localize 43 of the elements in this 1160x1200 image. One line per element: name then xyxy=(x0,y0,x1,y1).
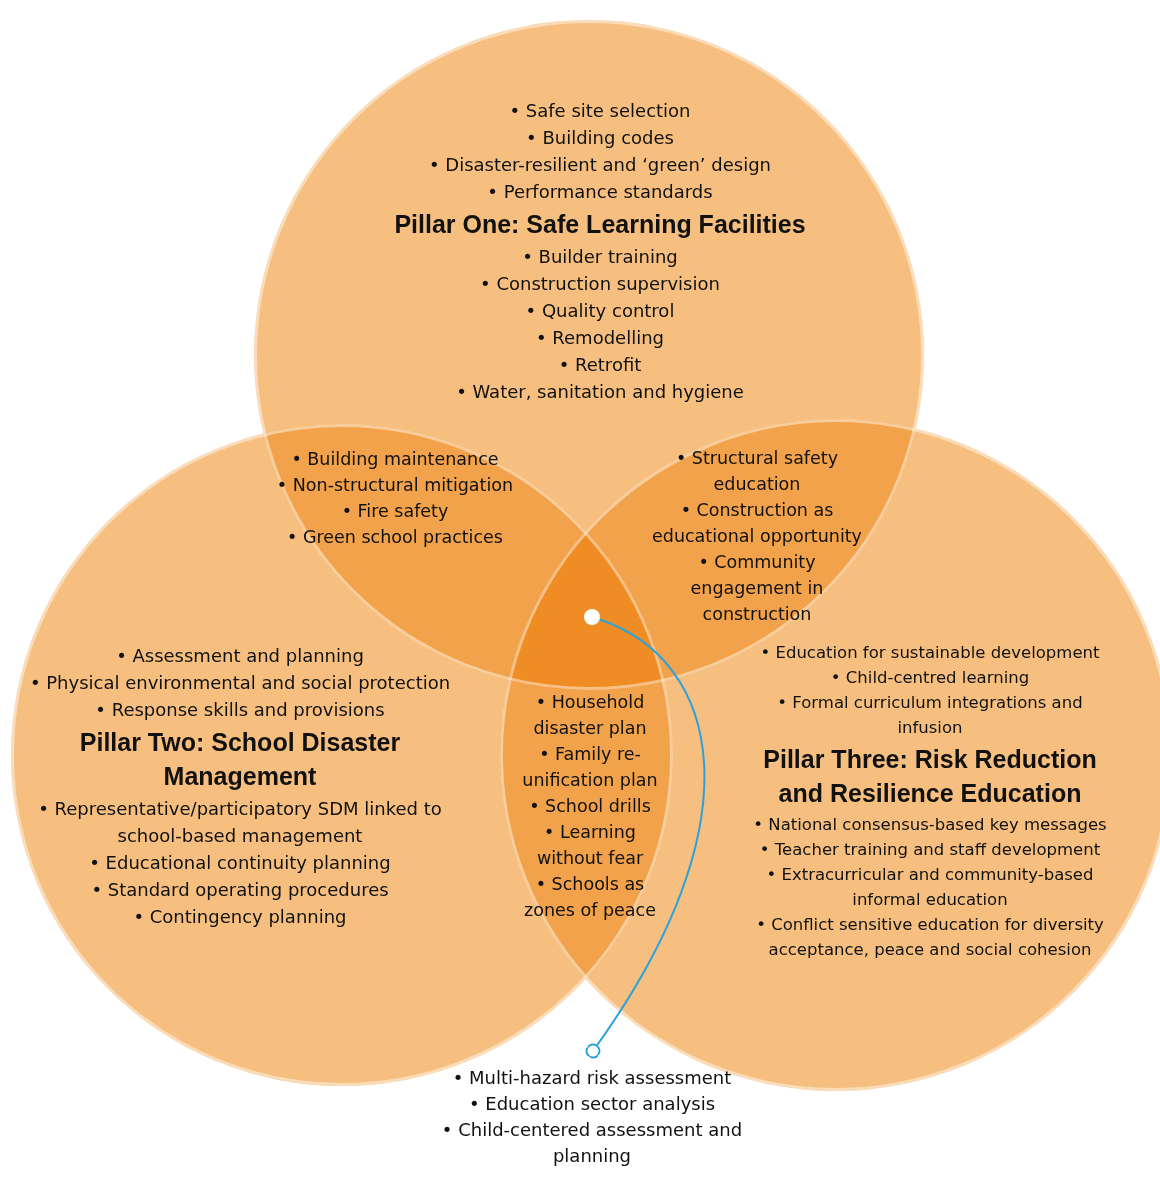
bullet-item: • Retrofit xyxy=(557,353,643,377)
bullet-item: • Multi-hazard risk assessment xyxy=(451,1066,733,1090)
bullet-item: • Disaster-resilient and ‘green’ design xyxy=(427,153,772,177)
bullet-item: • Structural safety education xyxy=(674,447,839,496)
bullet-item: • Community engagement in construction xyxy=(689,551,825,626)
bullet-item: • Learning without fear xyxy=(535,821,645,870)
bullet-item: • Non-structural mitigation xyxy=(275,474,515,497)
bullet-item: • Education for sustainable development xyxy=(759,642,1101,664)
bullet-item: • Performance standards xyxy=(486,180,714,204)
bullet-item: • Schools as zones of peace xyxy=(523,873,657,922)
bullet-item: • Water, sanitation and hygiene xyxy=(455,380,745,404)
bullet-item: • Education sector analysis xyxy=(467,1092,717,1116)
bullet-item: • Builder training xyxy=(521,245,679,269)
bullet-item: • Green school practices xyxy=(286,526,504,549)
bullet-item: • Conflict sensitive education for diversity acceptance, peace and social cohesion xyxy=(755,914,1105,961)
bullet-item: • Fire safety xyxy=(340,500,450,523)
bullet-item: • Safe site selection xyxy=(508,99,692,123)
bullet-item: • Quality control xyxy=(524,299,676,323)
bullet-item: • Construction supervision xyxy=(479,272,721,296)
pillar-heading: Pillar Two: School Disaster Management xyxy=(78,727,402,792)
bullet-item: • Building codes xyxy=(525,126,675,150)
pillar-heading: Pillar Three: Risk Reduction and Resilience Education xyxy=(762,744,1098,809)
bullet-item: • Assessment and planning xyxy=(115,644,365,668)
bullet-item: • Response skills and provisions xyxy=(94,698,386,722)
bullet-item: • Representative/participatory SDM linked to school-based management xyxy=(37,797,443,848)
bullet-item: • School drills xyxy=(528,795,652,818)
bullet-item: • Formal curriculum integrations and infusion xyxy=(776,692,1084,739)
bullet-item: • Educational continuity planning xyxy=(88,851,392,875)
bullet-item: • Physical environmental and social protection xyxy=(28,671,452,695)
bullet-item: • Contingency planning xyxy=(132,905,348,929)
leader-line xyxy=(585,618,706,1059)
bullet-item: • Child-centered assessment and planning xyxy=(440,1118,744,1168)
bullet-item: • Building maintenance xyxy=(290,448,500,471)
bullet-item: • Teacher training and staff development xyxy=(758,839,1102,861)
bullet-item: • Construction as educational opportunity xyxy=(651,499,863,548)
bullet-item: • Extracurricular and community-based informal education xyxy=(765,864,1095,911)
pillar-heading: Pillar One: Safe Learning Facilities xyxy=(393,209,807,240)
bullet-item: • Household disaster plan xyxy=(532,691,648,740)
bullet-item: • Remodelling xyxy=(535,326,665,350)
bullet-item: • Child-centred learning xyxy=(829,667,1031,689)
bullet-item: • Standard operating procedures xyxy=(90,878,390,902)
bullet-item: • Family re-unification plan xyxy=(521,743,659,792)
bullet-item: • National consensus-based key messages xyxy=(752,814,1108,836)
